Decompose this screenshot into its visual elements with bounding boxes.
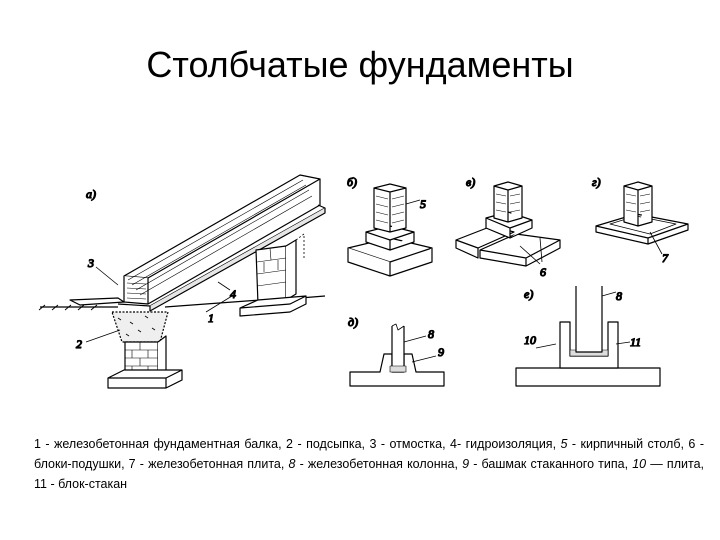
panel-e-column-in-block-socket-on-slab [515,286,661,387]
callout-10: 10 [524,333,536,347]
base-slab [515,367,661,387]
callout-5: 5 [420,197,426,211]
brick-pier-rear [255,245,287,305]
figure-caption: 1 - железобетонная фундаментная балка, 2… [34,437,704,491]
callout-1: 1 [208,311,214,325]
sand-fill [111,311,169,343]
panel-label-e: е) [524,287,533,301]
panel-g-pier-on-rc-slab [595,181,689,255]
paving-slab [69,297,125,306]
callout-4: 4 [230,287,236,301]
callout-8-d: 8 [428,327,434,341]
pier-base-rear [239,295,307,317]
pier-base-front [107,369,183,389]
panel-label-g: г) [592,175,601,189]
panel-v-pier-on-cushion-blocks [455,181,561,267]
callout-7: 7 [662,251,669,265]
panel-label-v: в) [466,175,475,189]
callout-9: 9 [438,345,444,359]
callout-2: 2 [76,337,82,351]
callout-11: 11 [630,335,641,349]
rc-column [391,326,405,369]
brick-pier [623,181,653,227]
panel-label-a: а) [86,187,96,201]
panel-label-d: д) [348,315,358,329]
panel-b-brick-pier-on-step-base [347,183,433,277]
panel-a-strip-foundation-drawing [38,174,326,389]
callout-8-e: 8 [616,289,622,303]
brick-pier [493,181,523,223]
foundation-diagram: а) 3 2 1 4 б) 5 в) 6 г) 7 д) [0,160,720,410]
slide-title: Столбчатые фундаменты [146,44,574,85]
brick-pier [373,183,407,233]
callout-3: 3 [87,256,94,270]
rc-column [575,286,603,353]
panel-d-column-in-socket-footing [349,323,445,387]
callout-6: 6 [540,265,546,279]
panel-label-b: б) [347,175,357,189]
